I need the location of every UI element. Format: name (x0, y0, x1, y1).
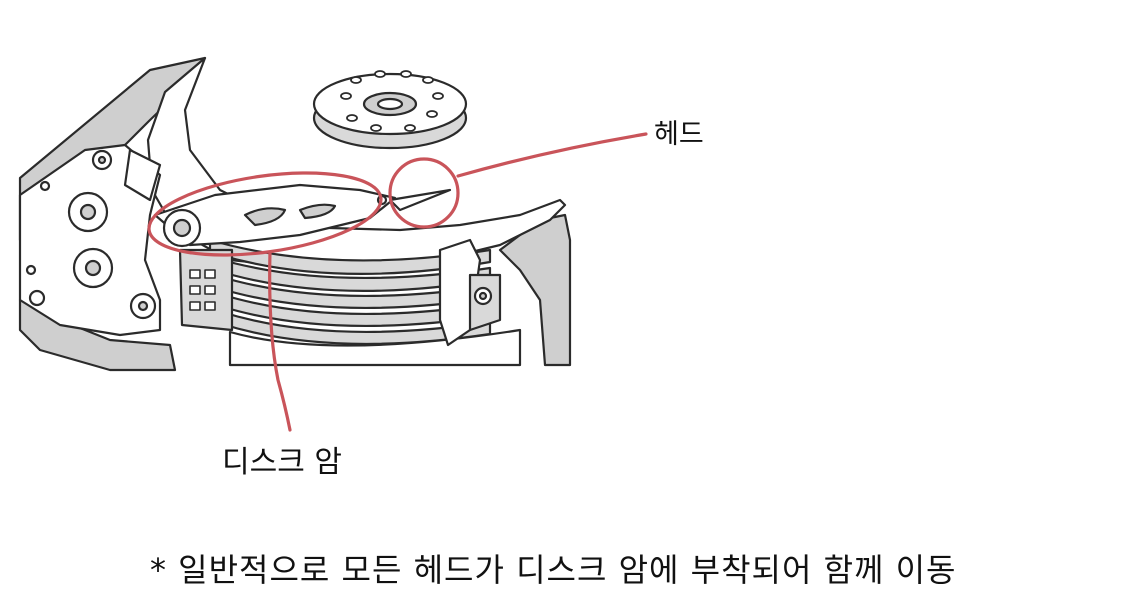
footnote: * 일반적으로 모든 헤드가 디스크 암에 부착되어 함께 이동 (150, 545, 957, 591)
head-label: 헤드 (654, 112, 704, 151)
head-highlight (390, 159, 458, 227)
disk-arm-label: 디스크 암 (222, 437, 342, 481)
platter-detail (314, 71, 466, 148)
head-leader-line (458, 134, 646, 176)
